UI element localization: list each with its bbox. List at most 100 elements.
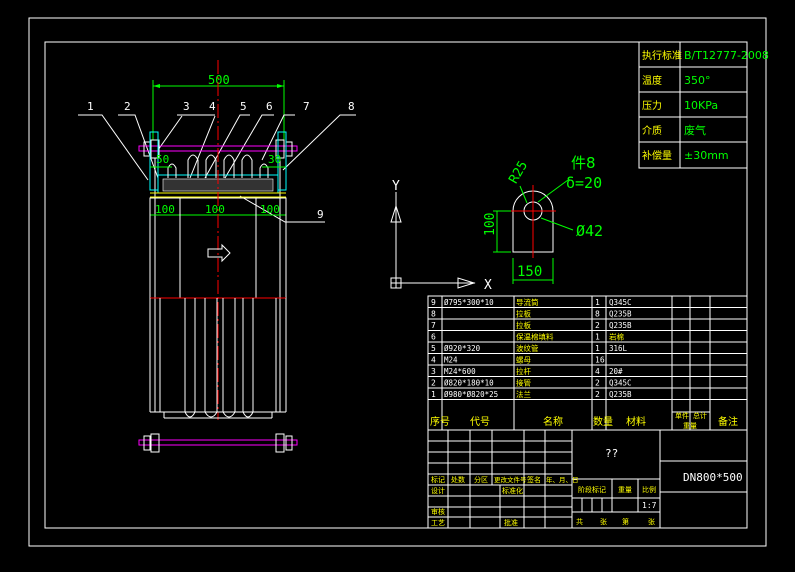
title-block: ?? DN800*500 1:7 标记 处数 分区 更改文件号 签名 年、月、日… [427, 429, 748, 529]
bom-name: 波纹管 [516, 343, 539, 353]
bom-header-name: 名称 [543, 415, 563, 428]
bom-no: 4 [431, 356, 436, 365]
detail-title: 件8 [571, 154, 596, 172]
dim-30: 30 [268, 153, 281, 166]
bom-no: 8 [431, 310, 436, 319]
bom-no: 5 [431, 344, 436, 353]
label-design: 设计 [431, 486, 445, 495]
bom-no: 1 [431, 390, 436, 399]
spec-value: B/T12777-2008 [684, 49, 769, 62]
bom-header-remark: 备注 [718, 415, 738, 428]
bom-material: Q235B [609, 321, 632, 330]
callout-7: 7 [303, 100, 310, 113]
spec-value: 废气 [684, 123, 706, 137]
spec-label: 压力 [642, 99, 662, 112]
bom-material: 316L [609, 344, 628, 353]
bom-no: 9 [431, 298, 436, 307]
label-change-doc: 更改文件号 [494, 475, 527, 484]
bom-qty: 1 [595, 298, 600, 307]
bom-qty: 1 [595, 333, 600, 342]
detail-hole: Ø42 [576, 222, 603, 240]
bom-qty: 2 [595, 321, 600, 330]
detail-radius: R25 [506, 159, 531, 187]
bom-no: 2 [431, 379, 436, 388]
label-standard: 标准化 [502, 486, 523, 495]
bom-qty: 2 [595, 379, 600, 388]
axis-x-label: X [484, 278, 492, 293]
label-sheet: 张 [648, 517, 655, 526]
bom-header-weight: 重量 [683, 422, 697, 430]
bom-name: 拉杆 [516, 366, 531, 376]
bom-header-qty: 数量 [593, 415, 613, 428]
bom-code: M24 [444, 356, 458, 365]
bom-name: 螺母 [516, 355, 531, 365]
detail-width: 150 [517, 264, 542, 280]
bom-qty: 4 [595, 367, 600, 376]
detail-height: 100 [483, 213, 498, 236]
spec-value: 350° [684, 74, 711, 87]
label-stage: 阶段标记 [578, 485, 606, 494]
spec-value: 10KPa [684, 99, 718, 112]
callout-3: 3 [183, 100, 190, 113]
label-page: 第 [622, 517, 629, 526]
outer-frame [28, 17, 767, 547]
bom-name: 拉板 [516, 320, 531, 330]
label-review: 审核 [431, 507, 445, 516]
label-ratio: 比例 [642, 485, 656, 494]
dim-100-mid: 100 [205, 203, 225, 216]
label-sheet-of: 张 [600, 517, 607, 526]
bom-code: Ø920*320 [444, 344, 481, 353]
bom-name: 导流筒 [516, 297, 539, 307]
flow-arrow-icon [207, 243, 231, 263]
bom-no: 3 [431, 367, 436, 376]
detail-view: R25 件8 δ=20 Ø42 100 150 [483, 154, 603, 284]
bom-name: 法兰 [516, 389, 531, 399]
label-sign: 签名 [527, 475, 541, 484]
label-process: 工艺 [431, 519, 445, 527]
bom-material: Q235B [609, 310, 632, 319]
coordinate-axes: Y X [390, 179, 492, 293]
bom-header-no: 序号 [430, 415, 450, 428]
bom-qty: 1 [595, 344, 600, 353]
bom-no: 7 [431, 321, 436, 330]
label-total: 共 [576, 517, 583, 526]
scale-value: 1:7 [642, 501, 657, 510]
label-mark: 标记 [431, 475, 445, 484]
bom-qty: 8 [595, 310, 600, 319]
dim-overall: 500 [208, 73, 230, 87]
spec-label: 温度 [642, 74, 662, 87]
spec-label: 补偿量 [642, 149, 672, 162]
callout-6: 6 [266, 100, 273, 113]
dim-100-left: 100 [155, 203, 175, 216]
label-count: 处数 [451, 475, 465, 484]
bom-material: Q345C [609, 298, 632, 307]
detail-thickness: δ=20 [566, 174, 602, 192]
bom-no: 6 [431, 333, 436, 342]
bom-header-code: 代号 [470, 416, 490, 428]
callout-2: 2 [124, 100, 131, 113]
bom-code: Ø980*Ø820*25 [444, 390, 498, 399]
bom-name: 拉板 [516, 309, 531, 319]
bom-qty: 2 [595, 390, 600, 399]
spec-label: 介质 [642, 125, 662, 137]
label-zone: 分区 [474, 475, 488, 484]
bom-qty: 16 [595, 356, 605, 365]
inner-frame [44, 41, 748, 529]
bom-code: M24*600 [444, 367, 476, 376]
title-qmark: ?? [605, 447, 618, 460]
bom-code: Ø795*300*10 [444, 298, 494, 307]
label-date: 年、月、日 [546, 475, 579, 484]
bom-material: 20# [609, 367, 623, 376]
spec-label: 执行标准 [642, 49, 682, 62]
callout-5: 5 [240, 100, 247, 113]
bom-header-total-weight: 总计 [693, 411, 707, 420]
bom-material: 岩棉 [609, 332, 624, 342]
callout-8: 8 [348, 100, 355, 113]
bom-header-material: 材料 [626, 415, 646, 428]
drawing-number: DN800*500 [683, 471, 743, 484]
bom-code: Ø820*180*10 [444, 379, 494, 388]
